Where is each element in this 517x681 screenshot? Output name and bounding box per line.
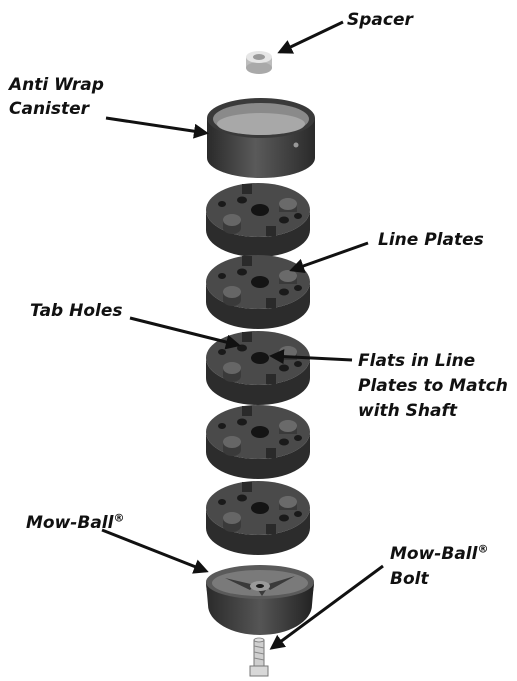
mow-ball-label: Mow-Ball®: [26, 512, 124, 534]
line-plate-5: [206, 481, 310, 555]
flats-label-line1: Flats in Line: [358, 351, 476, 371]
mow-ball-part: [206, 565, 314, 635]
mow-ball-arrow: [101, 528, 209, 574]
line-plate-1: [206, 183, 310, 257]
mow-ball-bolt-label-line2: Bolt: [390, 569, 429, 589]
flats-arrow: [269, 349, 353, 365]
spacer-part: [246, 51, 272, 74]
line-plates-label: Line Plates: [378, 230, 484, 250]
spacer-arrow: [277, 20, 344, 54]
flats-label-line3: with Shaft: [358, 401, 458, 421]
canister-part: [207, 98, 315, 178]
mow-ball-label-text: Mow-Ball: [26, 513, 114, 533]
tab-holes-label: Tab Holes: [30, 301, 123, 321]
mow-ball-bolt-part: [249, 637, 269, 677]
canister-label-line2: Canister: [9, 99, 90, 119]
registered-mark-bolt: ®: [477, 542, 489, 556]
registered-mark: ®: [113, 511, 125, 525]
canister-label-line1: Anti Wrap: [9, 75, 104, 95]
tab-holes-arrow: [129, 316, 241, 350]
canister-arrow: [105, 116, 209, 139]
mow-ball-bolt-label-text: Mow-Ball: [390, 544, 478, 564]
line-plates-arrow: [289, 241, 369, 274]
mow-ball-bolt-arrow: [269, 564, 384, 650]
line-plate-2: [206, 255, 310, 329]
mow-ball-bolt-label-line1: Mow-Ball®: [390, 543, 488, 565]
spacer-label: Spacer: [347, 10, 413, 30]
flats-label-line2: Plates to Match: [358, 376, 508, 396]
line-plate-4: [206, 405, 310, 479]
